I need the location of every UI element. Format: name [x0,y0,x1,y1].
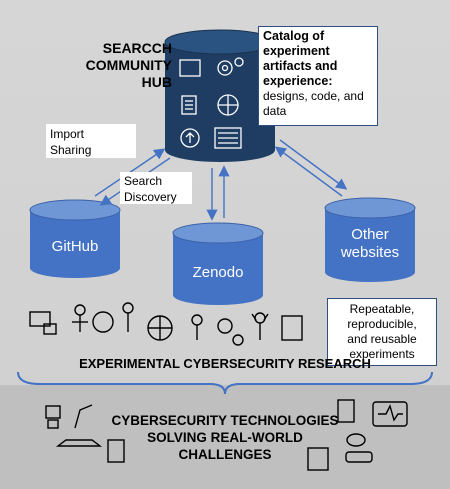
import-sharing-label: Import Sharing [46,124,136,158]
person-icon [254,312,266,324]
person-icon [122,302,134,314]
research-title: EXPERIMENTAL CYBERSECURITY RESEARCH [79,356,371,371]
other-websites-cylinder [324,197,416,282]
car-icon [345,451,373,463]
hub-icons [179,57,244,149]
idea-head-icon [180,128,200,148]
person-icon [191,314,203,326]
other-down-arrow [279,139,348,190]
robot-arm-icon [74,404,93,429]
search-discovery-label: Search Discovery [120,172,192,204]
catalog-heading: Catalog of experiment artifacts and expe… [263,29,338,88]
technologies-title: CYBERSECURITY TECHNOLOGIES SOLVING REAL-… [111,413,339,462]
document-icon [281,315,303,341]
gear-icon [217,318,233,334]
other-up-arrow [274,146,343,197]
flowchart-icon [29,311,51,327]
hub-title: SEARCCH COMMUNITY HUB [85,40,172,90]
medical-record-icon [107,439,125,463]
repeatable-note: Repeatable, reproducible, and reusable e… [327,298,437,366]
research-icons [29,302,303,346]
building-icon [307,447,329,471]
catalog-box: Catalog of experiment artifacts and expe… [258,26,378,126]
zenodo-cylinder [172,222,264,305]
document-icon [181,95,197,115]
person-icon [74,304,86,316]
network-flow-icon [179,59,201,77]
technology-icons [45,399,408,471]
brace [17,371,433,395]
hub-cylinder [164,29,276,162]
fuel-pump-icon [337,399,355,423]
cloud-icon [346,433,366,447]
monitor-icon [372,401,408,427]
robot-icon [45,405,61,419]
gear-icon [217,60,233,76]
github-label: GitHub [51,238,99,255]
github-cylinder [29,199,121,278]
circuit-board-icon [214,127,242,149]
other-websites-label: Other websites [340,226,400,261]
idea-head-icon [92,311,114,333]
zenodo-label: Zenodo [192,264,244,281]
airplane-icon [55,439,103,447]
catalog-text: designs, code, and data [263,89,364,118]
